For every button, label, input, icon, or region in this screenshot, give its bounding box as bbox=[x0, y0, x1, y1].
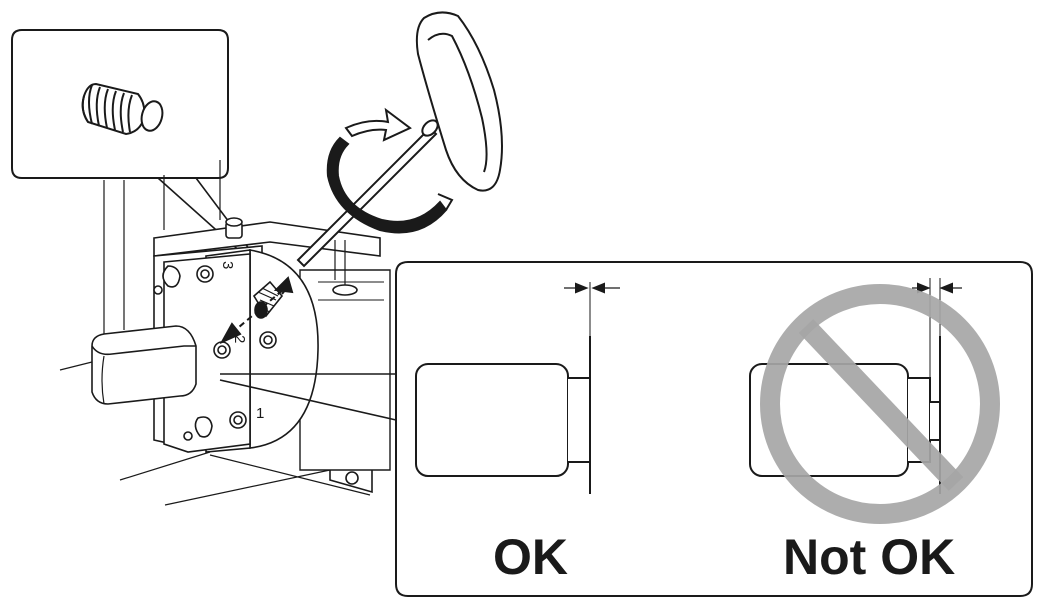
prohibited-circle-icon bbox=[760, 284, 1000, 524]
not-ok-label: Not OK bbox=[783, 529, 956, 585]
position-label-1: 1 bbox=[256, 405, 264, 422]
position-label-2: 2 bbox=[231, 335, 248, 343]
insertion-arrow bbox=[219, 276, 294, 345]
clockwise-rotation-arrow-icon bbox=[326, 107, 454, 234]
ok-example bbox=[415, 282, 620, 494]
machine-assembly bbox=[59, 160, 391, 506]
ok-label: OK bbox=[493, 529, 568, 585]
position-numbers: 3 2 1 bbox=[219, 261, 264, 422]
set-screw-callout bbox=[11, 29, 257, 263]
position-label-3: 3 bbox=[219, 261, 236, 269]
t-handle-hex-key-icon bbox=[296, 11, 503, 268]
set-screw-icon bbox=[81, 82, 164, 136]
